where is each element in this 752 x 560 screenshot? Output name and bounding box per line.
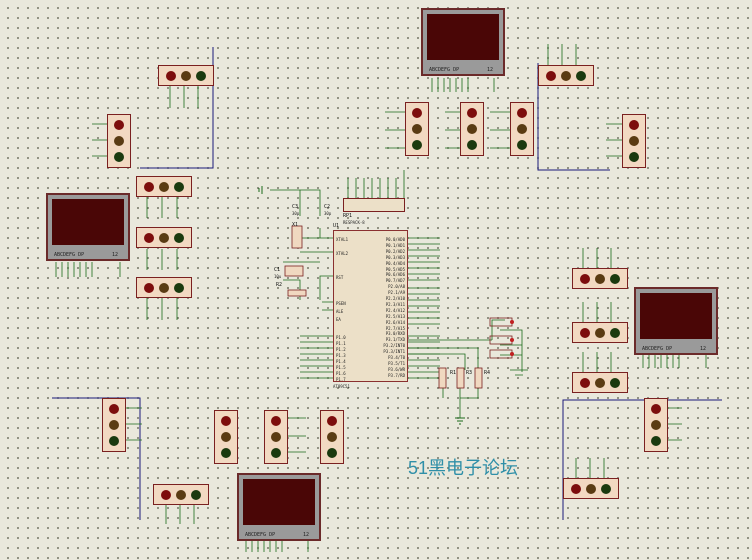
mcu-ref: U1 [333,223,340,229]
mcu-pin-label: ALE [336,309,344,314]
traffic-light-e1 [572,268,628,289]
mcu-pin-label: P0.6/AD6 [385,272,405,278]
mcu-pin-label: P3.5/T1 [388,360,405,366]
mcu-pin-label: P2.0/A8 [388,284,405,290]
mcu-pin-label: P2.4/A12 [385,307,405,313]
mcu-pin-label: P1.4 [336,359,346,364]
r4-label: R4 [484,370,491,376]
x1-label: X1 [292,222,299,228]
boundary-ne [537,63,610,171]
mcu-pin-label: P1.2 [336,347,346,352]
c2-value: 30p [324,211,332,216]
traffic-light-s1 [214,410,238,464]
c3-value: 30p [292,211,300,216]
r1-label: R1 [450,370,457,376]
mcu-pin-label: P3.1/TXD [385,337,405,343]
traffic-light-ne-v [622,114,646,168]
traffic-light-sw-h [153,484,209,505]
traffic-light-n2 [460,102,484,156]
traffic-light-se-v [644,398,668,452]
mcu-pin-label: P0.4/AD4 [385,260,405,266]
boundary-se [562,399,722,520]
traffic-light-e2 [572,322,628,343]
mcu-pin-label: P0.1/AD1 [385,242,405,248]
mcu-pin-label: P2.6/A14 [385,319,405,325]
mcu-pin-label: P1.5 [336,365,346,370]
mcu-part: AT89C51 [333,384,350,389]
traffic-light-w2 [136,227,192,248]
rp1-label: RP1 [343,213,353,219]
traffic-light-s2 [264,410,288,464]
traffic-light-w1 [136,176,192,197]
mcu-pin-label: P1.7 [336,377,346,382]
traffic-light-nw-h [158,65,214,86]
traffic-light-nw-v [107,114,131,168]
rp1-respack [343,198,405,212]
r2-label: R2 [276,282,283,288]
mcu-pin-label: P3.7/RD [388,372,405,378]
c3-label: C3 [292,204,299,210]
c1-label: C1 [274,267,281,273]
mcu-pin-label: P0.7/AD7 [385,278,405,284]
mcu-pin-label: P2.2/A10 [385,296,405,301]
mcu-pin-label: P1.1 [336,341,346,346]
mcu-pin-label: RST [336,275,344,280]
r3-label: R3 [466,370,473,376]
mcu-pin-label: P1.6 [336,371,346,376]
traffic-light-se-h [563,478,619,499]
mcu-pin-label: PSEN [336,301,346,306]
mcu-pin-label: EA [336,317,341,322]
mcu-pin-label: P1.0 [336,335,346,340]
mcu-pin-label: P3.0/RXD [385,331,405,337]
mcu-pin-label: XTAL2 [336,251,349,256]
rp1-part: RESPACK-8 [343,220,365,225]
mcu-pin-label: P0.2/AD2 [385,248,405,254]
mcu-pin-label: P3.3/INT1 [383,349,405,355]
forum-watermark: 51黑电子论坛 [408,458,519,478]
traffic-light-sw-v [102,398,126,452]
mcu-pin-label: P3.6/WR [388,366,405,372]
mcu-pin-label: P3.4/T0 [388,355,405,360]
mcu-pin-label: P2.1/A9 [388,290,405,296]
mcu-pin-label: P0.3/AD3 [385,254,405,260]
mcu-pin-label: P2.3/A11 [385,301,405,307]
traffic-light-ne-h [538,65,594,86]
traffic-light-n1 [405,102,429,156]
mcu-pin-label: P0.5/AD5 [385,266,405,272]
boundary-sw [52,397,141,520]
mcu-pin-label: P2.7/A15 [385,325,405,331]
traffic-light-n3 [510,102,534,156]
mcu-pin-label: P0.0/AD0 [385,237,405,242]
mcu-pin-label: P1.3 [336,353,346,358]
traffic-light-w3 [136,277,192,298]
traffic-light-s3 [320,410,344,464]
mcu-pin-label: P2.5/A13 [385,313,405,319]
boundary-nw [140,47,214,169]
traffic-light-e3 [572,372,628,393]
mcu-pin-label: XTAL1 [336,237,349,242]
c2-label: C2 [324,204,331,210]
c1-value: 10u [274,274,282,279]
mcu-pin-label: P3.2/INT0 [383,343,405,349]
